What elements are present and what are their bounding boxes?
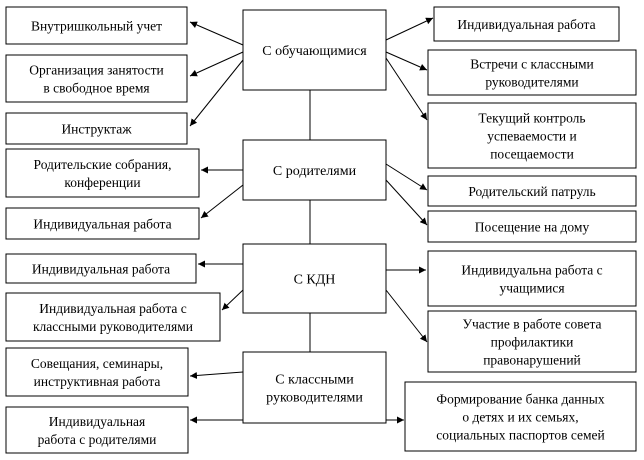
box-label-line: учащимися (499, 281, 564, 296)
connector-arrow (189, 59, 244, 127)
box-free-time: Организация занятости в свободное время (5, 54, 188, 103)
box-label-line: Индивидуальная работа (33, 217, 171, 232)
box-frame (427, 310, 637, 373)
box-frame (5, 207, 200, 240)
box-home-visits: Посещение на дому (427, 210, 637, 243)
box-frame (5, 253, 197, 284)
box-frame (5, 112, 188, 145)
box-label-line: посещаемости (490, 147, 574, 162)
box-label-line: Индивидуальная работа (32, 262, 170, 277)
box-individual-work-kdn: Индивидуальная работа (5, 253, 197, 284)
box-frame (242, 139, 387, 201)
connector-arrow (189, 51, 244, 77)
box-database: Формирование банка данных о детях и их се… (404, 381, 637, 452)
box-frame (5, 6, 188, 45)
box-label-line: о детях и их семьях, (462, 410, 578, 425)
box-frame (427, 175, 637, 207)
box-frame (404, 381, 637, 452)
hubs: С обучающимися С родителями С КДН С классны… (242, 9, 387, 424)
box-label-line: Индивидуальная работа (457, 17, 595, 32)
box-label-line: Родительские собрания, (34, 157, 172, 172)
box-briefing: Инструктаж (5, 112, 188, 145)
box-prevention-council: Участие в работе совета профилактики право… (427, 310, 637, 373)
box-label-line: Индивидуальная (49, 414, 146, 429)
box-label-line: Совещания, семинары, (31, 356, 163, 371)
box-label-line: в свободное время (43, 81, 149, 96)
box-frame (5, 292, 221, 342)
box-parent-patrol: Родительский патруль (427, 175, 637, 207)
box-seminars: Совещания, семинары, инструктивная работа (5, 347, 189, 397)
connector-arrow (385, 51, 428, 71)
arrows (189, 17, 434, 424)
box-label-line: конференции (64, 175, 140, 190)
box-progress-control: Текущий контроль успеваемости и посещаемос… (427, 102, 637, 169)
box-label-line: Индивидуальна работа с (461, 263, 602, 278)
box-label-line: успеваемости и (487, 129, 576, 144)
box-label-line: С родителями (273, 164, 357, 179)
connector-arrow (189, 371, 244, 379)
connector-arrow (200, 184, 244, 219)
box-label-line: Родительский патруль (468, 184, 595, 199)
box-label-line: С классными (275, 373, 354, 388)
box-label-line: Формирование банка данных (436, 392, 604, 407)
connector-arrow (385, 179, 428, 226)
connector-arrow (221, 289, 244, 311)
connector-arrow (385, 17, 434, 41)
connector-arrow (385, 163, 428, 191)
hub-teachers: С классными руководителями (242, 351, 387, 424)
box-parent-meetings: Родительские собрания, конференции (5, 148, 200, 198)
box-frame (5, 406, 189, 454)
box-individual-work-pupils: Индивидуальна работа с учащимися (427, 250, 637, 307)
box-label-line: классными руководителями (33, 319, 193, 334)
box-frame (427, 49, 637, 96)
box-frame (427, 210, 637, 243)
box-frame (5, 347, 189, 397)
connector-arrow (385, 57, 428, 121)
hub-students: С обучающимися (242, 9, 387, 91)
box-label-line: правонарушений (483, 353, 581, 368)
box-label-line: Встречи с классными (470, 57, 594, 72)
box-label-line: инструктивная работа (34, 374, 161, 389)
box-label-line: социальных паспортов семей (436, 428, 605, 443)
box-frame (242, 243, 387, 314)
box-label-line: работа с родителями (38, 432, 157, 447)
box-meetings-class-teachers: Встречи с классными руководителями (427, 49, 637, 96)
box-label-line: профилактики (491, 335, 574, 350)
box-label-line: Внутришкольный учет (31, 19, 162, 34)
box-label-line: Посещение на дому (475, 220, 590, 235)
box-label-line: Текущий контроль (478, 111, 585, 126)
box-frame (427, 250, 637, 307)
box-label-line: С КДН (294, 273, 336, 288)
box-frame (242, 351, 387, 424)
box-frame (242, 9, 387, 91)
connector-arrow (385, 289, 428, 343)
box-frame (5, 148, 200, 198)
hub-kdn: С КДН (242, 243, 387, 314)
box-label-line: Участие в работе совета (462, 317, 601, 332)
box-frame (427, 102, 637, 169)
box-frame (433, 6, 620, 42)
box-individual-work-class-teachers: Индивидуальная работа с классными руковод… (5, 292, 221, 342)
hub-parents: С родителями (242, 139, 387, 201)
box-internal-record: Внутришкольный учет (5, 6, 188, 45)
box-label-line: Организация занятости (29, 63, 164, 78)
box-individual-work-parents: Индивидуальная работа (5, 207, 200, 240)
box-label-line: Индивидуальная работа с (39, 301, 187, 316)
box-individual-work-with-parents: Индивидуальная работа с родителями (5, 406, 189, 454)
box-label-line: Инструктаж (61, 122, 132, 137)
box-individual-work-students: Индивидуальная работа (433, 6, 620, 42)
connector-arrow (189, 21, 244, 46)
box-label-line: руководителями (485, 75, 578, 90)
box-label-line: руководителями (266, 391, 363, 406)
box-label-line: С обучающимися (262, 44, 367, 59)
box-frame (5, 54, 188, 103)
